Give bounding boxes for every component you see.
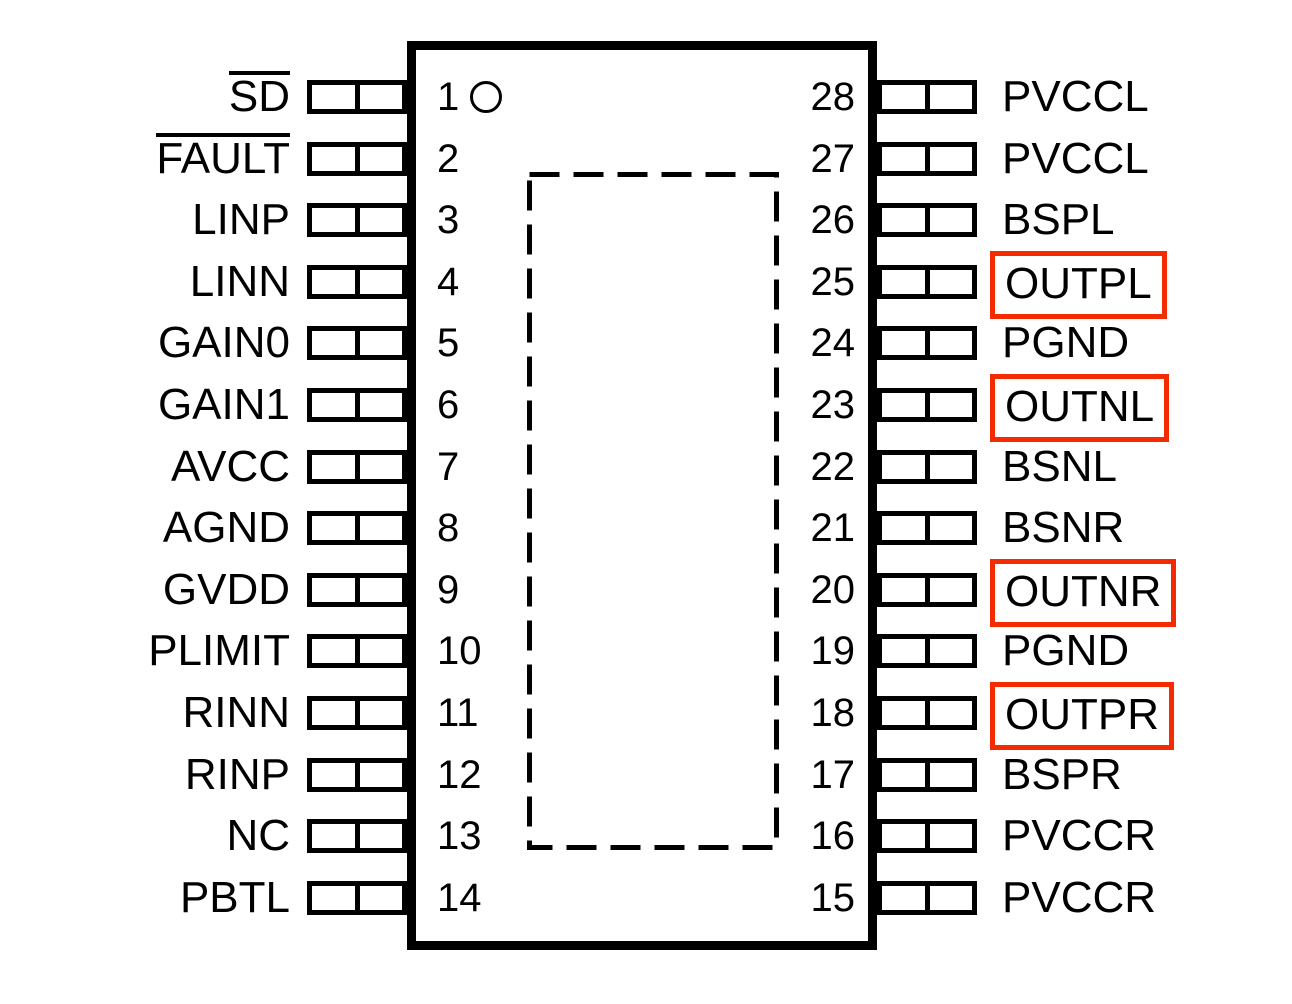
pin-number-25: 25 xyxy=(810,259,856,304)
pin-number-5: 5 xyxy=(437,321,460,366)
pin-lead-20 xyxy=(877,572,977,607)
pin-label-rinn-11: RINN xyxy=(182,688,290,737)
pin-label-gvdd-9: GVDD xyxy=(162,564,290,614)
pin-label-plimit-10: PLIMIT xyxy=(148,626,290,676)
pin-label-pvccr-16: PVCCR xyxy=(1002,811,1157,861)
pin-label-bsnr-21: BSNR xyxy=(1002,503,1125,553)
pin-lead-24 xyxy=(877,326,977,361)
pin-number-17: 17 xyxy=(810,752,856,797)
pin-number-18: 18 xyxy=(810,691,856,735)
pin-number-10: 10 xyxy=(437,629,482,674)
pin-number-14: 14 xyxy=(437,875,482,920)
pin-label-linp-3: LINP xyxy=(192,195,290,245)
pin-lead-14 xyxy=(307,880,407,915)
pin-label-nc-13: NC xyxy=(226,811,290,861)
pin-number-9: 9 xyxy=(437,567,460,612)
pin-number-27: 27 xyxy=(810,136,856,181)
ic-package-body xyxy=(407,41,877,950)
pin-number-16: 16 xyxy=(810,814,856,859)
pin-number-11: 11 xyxy=(437,691,479,735)
pin-lead-13 xyxy=(307,819,407,854)
pin-lead-11 xyxy=(307,696,407,730)
pin-number-7: 7 xyxy=(437,444,460,489)
pin-label-pgnd-24: PGND xyxy=(1002,318,1130,368)
pin-lead-17 xyxy=(877,757,977,792)
pin-lead-5 xyxy=(307,326,407,361)
pin-label-rinp-12: RINP xyxy=(184,749,290,799)
pin-number-26: 26 xyxy=(810,198,856,243)
pin-lead-10 xyxy=(307,634,407,669)
pin-number-28: 28 xyxy=(810,75,856,119)
pin-number-2: 2 xyxy=(437,136,460,181)
pin-number-21: 21 xyxy=(810,506,856,551)
pin-lead-25 xyxy=(877,264,977,299)
pin-label-agnd-8: AGND xyxy=(162,503,290,553)
pin-label-pvccl-27: PVCCL xyxy=(1002,133,1149,183)
pin-lead-7 xyxy=(307,449,407,484)
pin1-circle-marker-icon xyxy=(470,81,502,113)
pin-label-bspl-26: BSPL xyxy=(1002,195,1115,245)
pin-lead-4 xyxy=(307,264,407,299)
pin-lead-2 xyxy=(307,141,407,176)
pin-lead-21 xyxy=(877,511,977,546)
pin-number-13: 13 xyxy=(437,814,482,859)
pin-label-linn-4: LINN xyxy=(189,256,290,306)
pin-number-22: 22 xyxy=(810,444,856,489)
pin-number-8: 8 xyxy=(437,506,460,551)
highlighted-pin-label-outpl: OUTPL xyxy=(990,250,1167,319)
pin-label-pgnd-19: PGND xyxy=(1002,626,1130,676)
highlighted-pin-label-outnr: OUTNR xyxy=(990,558,1177,627)
pin-lead-28 xyxy=(877,80,977,114)
pin-number-12: 12 xyxy=(437,752,482,797)
active-low-overline: FAULT xyxy=(156,132,290,183)
pin-label-avcc-7: AVCC xyxy=(171,441,290,491)
pin-lead-12 xyxy=(307,757,407,792)
pin-number-23: 23 xyxy=(810,383,856,427)
pin-label-pvccr-15: PVCCR xyxy=(1002,872,1157,922)
pin-lead-19 xyxy=(877,634,977,669)
pin-lead-6 xyxy=(307,388,407,422)
pin-label-bsnl-22: BSNL xyxy=(1002,441,1117,491)
pin-label-fault-2: FAULT xyxy=(156,132,290,183)
pin-label-sd-1: SD xyxy=(228,71,291,121)
pin-lead-15 xyxy=(877,880,977,915)
pin-label-bspr-17: BSPR xyxy=(1002,749,1122,799)
pin-number-19: 19 xyxy=(810,629,856,674)
pin-number-4: 4 xyxy=(437,259,460,304)
pin-lead-26 xyxy=(877,203,977,238)
pin-label-gain0-5: GAIN0 xyxy=(157,318,290,368)
pin-number-3: 3 xyxy=(437,198,460,243)
pin-lead-27 xyxy=(877,141,977,176)
pin-number-6: 6 xyxy=(437,383,460,427)
highlighted-pin-label-outnl: OUTNL xyxy=(990,374,1170,442)
pin-lead-8 xyxy=(307,511,407,546)
pin-lead-22 xyxy=(877,449,977,484)
thermal-pad-outline-icon xyxy=(527,172,779,850)
pin-label-gain1-6: GAIN1 xyxy=(157,380,290,429)
pin-number-20: 20 xyxy=(810,567,856,612)
pin-lead-23 xyxy=(877,388,977,422)
pin-lead-18 xyxy=(877,696,977,730)
pin-lead-9 xyxy=(307,572,407,607)
pin-number-15: 15 xyxy=(810,875,856,920)
pin-number-1: 1 xyxy=(437,75,460,119)
pin-label-pbtl-14: PBTL xyxy=(179,872,290,922)
pin-lead-3 xyxy=(307,203,407,238)
pin-number-24: 24 xyxy=(810,321,856,366)
pin-label-pvccl-28: PVCCL xyxy=(1002,72,1149,121)
pin-lead-1 xyxy=(307,80,407,114)
pin-lead-16 xyxy=(877,819,977,854)
highlighted-pin-label-outpr: OUTPR xyxy=(990,682,1174,750)
active-low-overline: SD xyxy=(228,71,291,121)
